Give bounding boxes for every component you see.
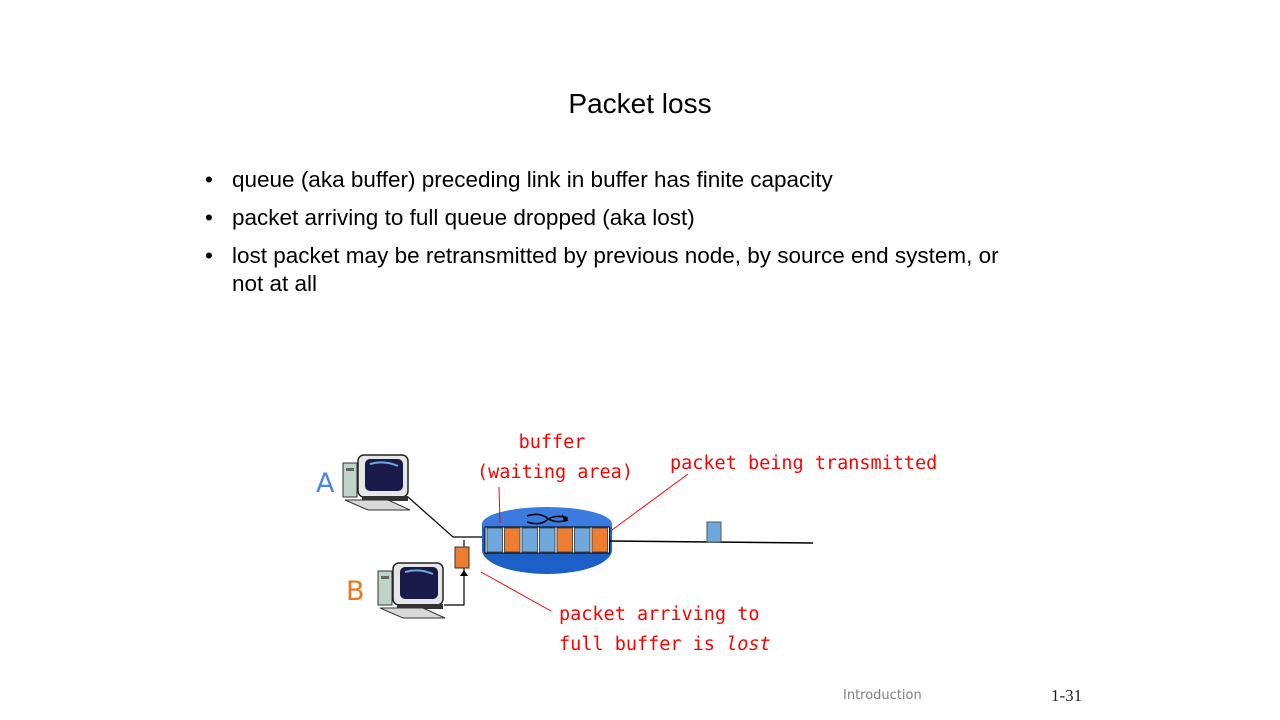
lost-label-line1: packet arriving to (559, 604, 759, 625)
slide-title: Packet loss (568, 88, 712, 119)
queued-packet (504, 527, 521, 553)
lost-label-italic: lost (726, 634, 771, 655)
transmit-leader-line (611, 473, 689, 531)
transmitted-packet (706, 521, 722, 543)
link-host-a (407, 496, 485, 538)
bullet-marker: • (205, 243, 213, 268)
host-b-computer-icon (377, 562, 446, 619)
host-a-computer-icon (342, 454, 411, 511)
buffer-leader-line (498, 486, 501, 524)
footer-section: Introduction (843, 688, 922, 703)
queued-packet (574, 527, 591, 553)
bullet-text: lost packet may be retransmitted by prev… (232, 243, 999, 296)
waiting-area-label: (waiting area) (477, 462, 633, 483)
host-b-label: B (346, 576, 365, 607)
bullet-item: • queue (aka buffer) preceding link in bu… (205, 166, 1035, 194)
queued-packet (539, 527, 556, 553)
buffer-queue (484, 526, 610, 554)
host-a-label: A (316, 468, 335, 499)
transmit-label: packet being transmitted (670, 453, 937, 474)
queued-packet (591, 527, 608, 553)
arrow-head-b (460, 570, 468, 576)
bullet-item: • lost packet may be retransmitted by pre… (205, 242, 1035, 298)
lost-packet (454, 546, 470, 569)
queued-packet (521, 527, 538, 553)
bullet-list: • queue (aka buffer) preceding link in bu… (205, 166, 1035, 308)
bullet-item: • packet arriving to full queue dropped (… (205, 204, 1035, 232)
page-number: 1-31 (1051, 686, 1083, 705)
bullet-marker: • (205, 205, 213, 230)
bullet-marker: • (205, 167, 213, 192)
bullet-text: queue (aka buffer) preceding link in buf… (232, 167, 833, 192)
bullet-text: packet arriving to full queue dropped (a… (232, 205, 695, 230)
buffer-label: buffer (519, 432, 586, 453)
queued-packet (556, 527, 573, 553)
lost-leader-line (480, 571, 552, 612)
queued-packet (486, 527, 503, 553)
lost-label-prefix: full buffer is (559, 634, 726, 655)
lost-label-line2: full buffer is lost (559, 634, 771, 655)
